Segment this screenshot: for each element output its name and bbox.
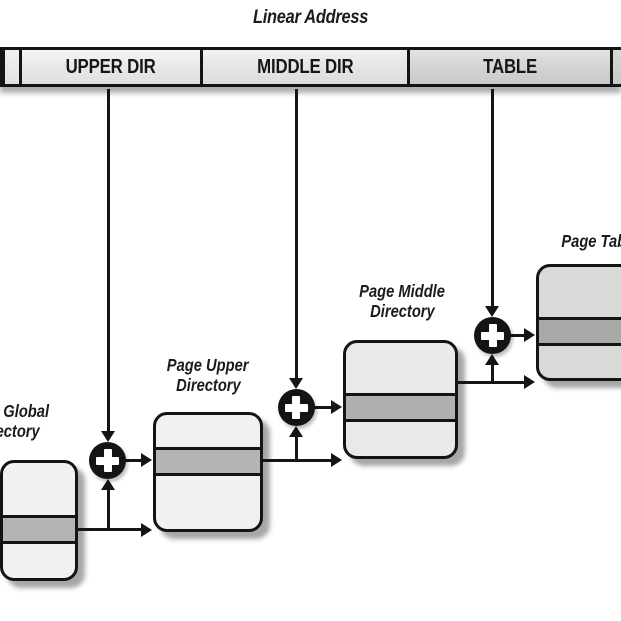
page-upper-directory-box bbox=[153, 412, 263, 532]
address-field-middle-dir: MIDDLE DIR bbox=[200, 50, 407, 84]
address-field-offset-partial bbox=[610, 50, 621, 84]
table-field-line bbox=[490, 89, 494, 306]
plus2-output-line bbox=[314, 406, 331, 409]
middle-dir-field-line bbox=[294, 89, 298, 378]
arrowhead-right-icon bbox=[331, 453, 342, 467]
plus1-output-line bbox=[125, 459, 141, 462]
selected-entry-band bbox=[156, 447, 260, 476]
address-field-global-dir-partial bbox=[0, 50, 19, 84]
page-middle-directory-label: Page Middle Directory bbox=[322, 281, 482, 321]
label-line-1: Page Upper bbox=[167, 355, 249, 375]
plus2-up-branch-line bbox=[294, 437, 298, 461]
selected-entry-band bbox=[346, 393, 455, 422]
arrowhead-right-icon bbox=[524, 328, 535, 342]
diagram-title: Linear Address bbox=[211, 6, 411, 29]
page-middle-directory-box bbox=[343, 340, 458, 459]
plus-junction-icon bbox=[277, 389, 315, 426]
address-field-label: UPPER DIR bbox=[66, 56, 156, 78]
arrowhead-down-icon bbox=[101, 431, 115, 442]
page-global-directory-box bbox=[0, 460, 78, 581]
arrowhead-up-icon bbox=[485, 354, 499, 365]
address-field-label: TABLE bbox=[483, 56, 537, 78]
page-table-box bbox=[536, 264, 621, 381]
selected-entry-band bbox=[3, 515, 75, 544]
diagram-title-text: Linear Address bbox=[253, 6, 369, 28]
arrowhead-up-icon bbox=[289, 426, 303, 437]
arrowhead-right-icon bbox=[331, 400, 342, 414]
pmd-entry-base-line bbox=[456, 381, 524, 384]
label-line-1: Page Table bbox=[561, 231, 621, 251]
arrowhead-right-icon bbox=[141, 453, 152, 467]
label-line-2: Directory bbox=[175, 375, 241, 395]
address-field-upper-dir: UPPER DIR bbox=[19, 50, 200, 84]
plus1-up-branch-line bbox=[106, 490, 110, 531]
page-upper-directory-label: Page Upper Directory bbox=[128, 355, 288, 395]
arrowhead-up-icon bbox=[101, 479, 115, 490]
address-field-label: MIDDLE DIR bbox=[256, 56, 354, 78]
arrowhead-down-icon bbox=[485, 306, 499, 317]
plus3-output-line bbox=[509, 334, 524, 337]
arrowhead-down-icon bbox=[289, 378, 303, 389]
plus3-up-branch-line bbox=[490, 365, 494, 383]
label-line-2: Directory bbox=[369, 301, 435, 321]
linear-address-bar: UPPER DIR MIDDLE DIR TABLE bbox=[0, 47, 621, 87]
upper-dir-field-line bbox=[106, 89, 110, 431]
label-line-2: Directory bbox=[0, 421, 40, 441]
label-line-1: Page Global bbox=[0, 401, 50, 421]
arrowhead-right-icon bbox=[141, 523, 152, 537]
address-field-table: TABLE bbox=[407, 50, 610, 84]
arrowhead-right-icon bbox=[524, 375, 535, 389]
page-table-label: Page Table bbox=[520, 231, 621, 251]
selected-entry-band bbox=[539, 317, 621, 346]
label-line-1: Page Middle bbox=[359, 281, 445, 301]
plus-junction-icon bbox=[89, 442, 126, 479]
plus-junction-icon bbox=[474, 317, 511, 354]
page-global-directory-label: Page Global Directory bbox=[0, 401, 87, 441]
